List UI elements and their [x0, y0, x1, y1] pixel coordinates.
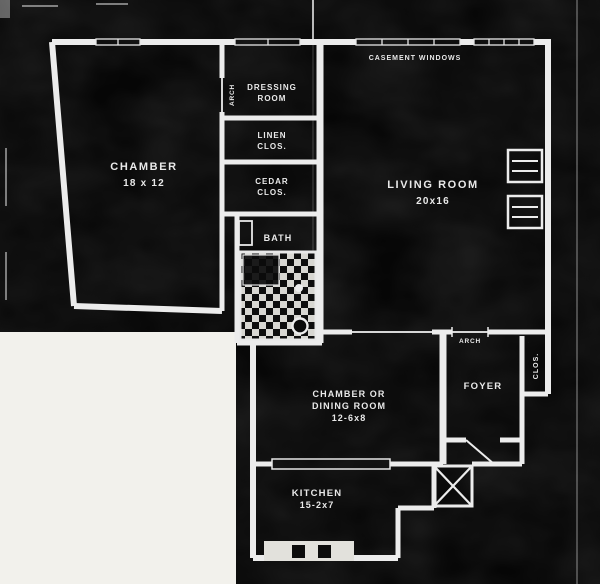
shower-pan: [242, 254, 280, 286]
kitchen-counter: [264, 541, 354, 561]
dumbwaiter-shaft: [432, 464, 474, 508]
label-dressing-room-2: ROOM: [258, 94, 287, 103]
label-foyer: FOYER: [464, 381, 503, 392]
bath-floor: [238, 220, 318, 342]
label-dining-size: 12-6x8: [332, 413, 367, 423]
label-chamber-size: 18 x 12: [123, 178, 165, 189]
entry-door-swing: [465, 439, 495, 465]
corner-smudge: [0, 0, 10, 18]
paper-corner-noise: [0, 332, 236, 584]
label-arch-foyer: ARCH: [459, 338, 481, 345]
label-living-room-size: 20x16: [416, 196, 450, 207]
kitchen-window-band: [271, 458, 391, 470]
label-kitchen: KITCHEN: [292, 488, 343, 499]
label-chamber: CHAMBER: [110, 161, 177, 173]
label-cedar-closet-2: CLOS.: [257, 188, 286, 197]
window-seat-1: [506, 148, 544, 184]
label-linen-closet-2: CLOS.: [257, 142, 286, 151]
range-burner-2: [318, 545, 331, 558]
label-dressing-room-1: DRESSING: [247, 83, 297, 92]
label-dining-1: CHAMBER OR: [313, 389, 386, 399]
margin-dashes: [5, 3, 128, 300]
range-burner-1: [292, 545, 305, 558]
room-labels: CHAMBER 18 x 12 DRESSING ROOM ARCH LINEN…: [110, 55, 540, 510]
label-living-room: LIVING ROOM: [387, 179, 479, 191]
walls: [49, 39, 551, 561]
bath-drain: [295, 284, 303, 292]
label-arch-dressing: ARCH: [229, 84, 236, 106]
label-dining-2: DINING ROOM: [312, 401, 386, 411]
windows: [95, 38, 535, 470]
label-cedar-closet-1: CEDAR: [255, 177, 288, 186]
label-hall-closet: CLOS.: [533, 353, 540, 379]
label-bath: BATH: [264, 233, 293, 243]
window-seat-2: [506, 194, 544, 230]
thin-openings: [221, 78, 488, 333]
label-linen-closet-1: LINEN: [258, 131, 287, 140]
toilet: [291, 317, 309, 335]
shaft-x-brace: [433, 465, 473, 507]
label-kitchen-size: 15-2x7: [300, 500, 335, 510]
arch-ticks: [451, 327, 489, 337]
label-casement-windows: CASEMENT WINDOWS: [369, 55, 462, 62]
exterior-walls: [49, 39, 551, 561]
kitchen-range: [264, 541, 354, 561]
double-walls: [316, 42, 447, 464]
window-mullions: [117, 39, 520, 45]
fixtures: [264, 148, 544, 561]
